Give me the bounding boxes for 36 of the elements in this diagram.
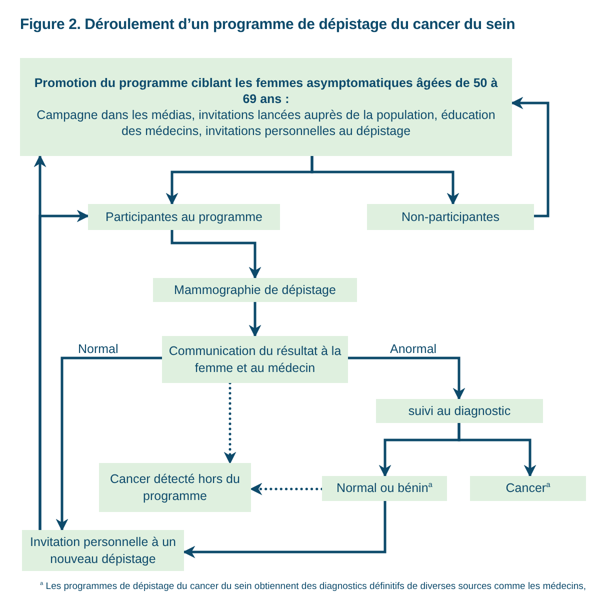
box-text: Participantes au programme <box>105 208 263 226</box>
box-text: Invitation personnelle à un nouveau dépistage <box>29 534 177 567</box>
arrow <box>250 482 324 496</box>
process-box <box>376 399 543 423</box>
arrow <box>458 423 536 478</box>
arrow <box>38 210 90 530</box>
process-box <box>470 476 586 501</box>
box-text: Communication du résultat à la femme et au médecin <box>168 343 342 376</box>
process-box <box>99 463 251 512</box>
box-heading: Promotion du programme ciblant les femmes asymptomatiques âgées de 50 à 69 ans : <box>33 74 499 107</box>
figure-title: Figure 2. Déroulement d’un programme de dépistage du cancer du sein <box>20 16 516 33</box>
process-box <box>322 476 447 501</box>
arrow <box>310 156 460 206</box>
box-text: Cancer$^{a}$ <box>506 480 550 497</box>
process-box <box>22 530 184 571</box>
box-text: suivi au diagnostic <box>408 402 511 420</box>
edge-label: Normal <box>76 342 120 356</box>
arrow <box>170 230 262 280</box>
arrow <box>510 96 550 218</box>
box-text: Non-participantes <box>402 208 500 226</box>
process-box <box>20 58 512 156</box>
footnote: $^{a}$ Les programmes de dépistage du cancer du sein obtiennent des diagnostics définitifs de diverses sources comme les médecins, <box>40 581 586 592</box>
box-text: Normal ou bénin$^{a}$ <box>336 480 432 497</box>
process-box <box>367 204 534 230</box>
box-text: Cancer détecté hors du programme <box>109 471 241 504</box>
process-box <box>88 204 280 230</box>
box-text: Mammographie de dépistage <box>174 282 336 298</box>
process-box <box>153 278 357 302</box>
arrow <box>182 501 386 558</box>
arrow <box>348 356 466 400</box>
arrow <box>56 356 162 532</box>
arrow <box>248 302 262 338</box>
edge-label: Anormal <box>388 342 439 356</box>
arrow <box>224 382 236 464</box>
process-box <box>162 336 348 383</box>
box-text: Campagne dans les médias, invitations lancées auprès de la population, éducation des médecins, invitations personnelles au dépistage <box>36 107 496 140</box>
